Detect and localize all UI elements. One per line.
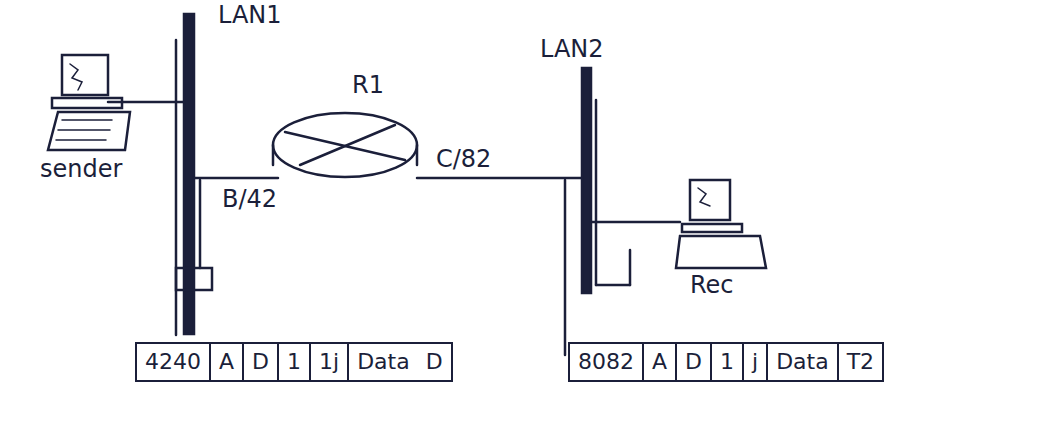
lan-name: LAN2: [540, 36, 604, 62]
frame-field: 8082: [570, 344, 642, 380]
frame-field: Data: [766, 344, 837, 380]
lan-name: LAN1: [218, 2, 282, 28]
frame-field: 1j: [309, 344, 347, 380]
frame-field: j: [742, 344, 766, 380]
frame-field: Data: [347, 344, 418, 380]
host-name: Rec: [690, 272, 734, 298]
frame-field: A: [209, 344, 242, 380]
frame-field: 1: [277, 344, 309, 380]
interface-address: C/82: [436, 146, 491, 172]
frame-field: 1: [710, 344, 742, 380]
host-name: sender: [40, 156, 122, 182]
frame-field: T2: [837, 344, 882, 380]
frame-field: D: [242, 344, 277, 380]
frame-box: 4240AD11jDataD: [135, 342, 453, 382]
frame-field: D: [418, 344, 451, 380]
router-name: R1: [352, 72, 384, 98]
frame-field: 4240: [137, 344, 209, 380]
interface-address: B/42: [222, 186, 277, 212]
frame-field: D: [675, 344, 710, 380]
frame-field: A: [642, 344, 675, 380]
frame-box: 8082AD1jDataT2: [568, 342, 884, 382]
